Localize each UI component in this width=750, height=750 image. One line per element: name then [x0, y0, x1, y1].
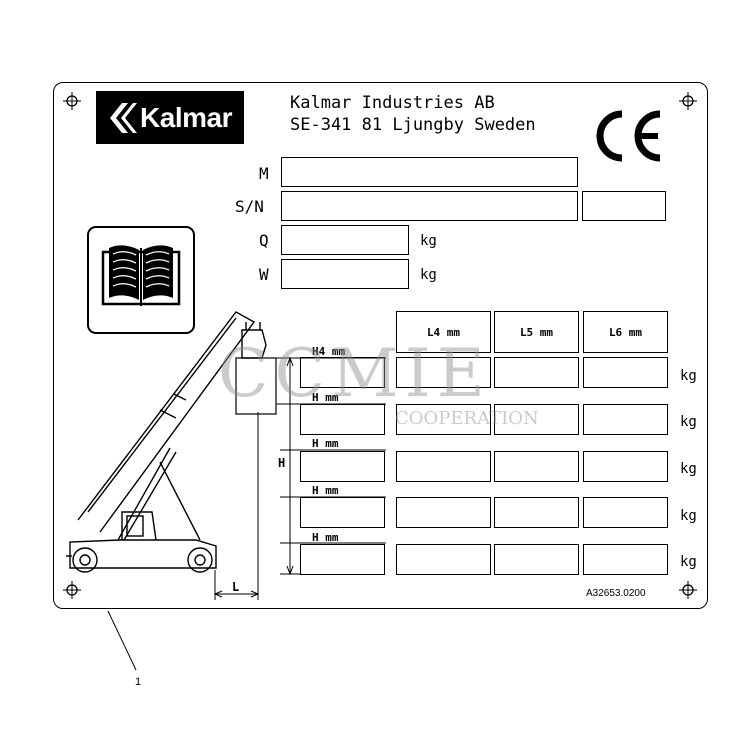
serial-label: S/N: [235, 197, 264, 216]
screw-hole-bottom-right: [679, 581, 697, 599]
w-field: [281, 259, 409, 289]
model-label: M: [259, 164, 269, 183]
reach-stacker-icon: [66, 311, 267, 573]
load-cell-5-l6: [583, 544, 668, 575]
part-number: A32653.0200: [586, 588, 646, 599]
container-load: [235, 357, 277, 415]
load-cell-5-l4: [396, 544, 491, 575]
load-cell-4-l5: [494, 497, 579, 528]
q-label: Q: [259, 231, 269, 250]
ce-mark-icon: [596, 110, 661, 162]
callout-number: 1: [135, 676, 142, 688]
load-cell-2-l4: [396, 404, 491, 435]
load-cell-3-l6: [583, 451, 668, 482]
kalmar-logo-icon: [110, 102, 138, 133]
w-unit: kg: [420, 267, 437, 283]
height-cell-4: [300, 497, 385, 528]
kalmar-logo: Kalmar: [96, 91, 244, 144]
row-unit-4: kg: [680, 508, 697, 524]
height-cell-5: [300, 544, 385, 575]
screw-hole-top-left: [63, 92, 81, 110]
row-label-3: H mm: [312, 437, 339, 450]
length-label: L: [232, 580, 240, 594]
manufacturer-address: SE-341 81 Ljungby Sweden: [290, 115, 536, 135]
w-label: W: [259, 265, 269, 284]
row-label-4: H mm: [312, 484, 339, 497]
row-unit-3: kg: [680, 461, 697, 477]
load-cell-1-l6: [583, 357, 668, 388]
row-label-2: H mm: [312, 391, 339, 404]
load-cell-2-l5: [494, 404, 579, 435]
screw-hole-bottom-left: [63, 581, 81, 599]
serial-field: [281, 191, 578, 221]
row-unit-2: kg: [680, 414, 697, 430]
height-cell-2: [300, 404, 385, 435]
book-icon: [101, 245, 181, 306]
callout-leader: [107, 610, 137, 671]
length-dimension: [213, 412, 260, 600]
manufacturer-name: Kalmar Industries AB: [290, 93, 495, 113]
height-cell-3: [300, 451, 385, 482]
row-unit-5: kg: [680, 554, 697, 570]
screw-hole-top-right: [679, 92, 697, 110]
load-cell-2-l6: [583, 404, 668, 435]
data-plate: [53, 82, 708, 609]
load-cell-3-l5: [494, 451, 579, 482]
logo-text: Kalmar: [140, 101, 232, 133]
column-header-l4: L4 mm: [396, 311, 491, 353]
model-field: [281, 157, 578, 187]
load-cell-4-l4: [396, 497, 491, 528]
load-cell-3-l4: [396, 451, 491, 482]
load-cell-4-l6: [583, 497, 668, 528]
row-label-1: H4 mm: [312, 345, 346, 358]
q-field: [281, 225, 409, 255]
row-unit-1: kg: [680, 368, 697, 384]
load-cell-1-l4: [396, 357, 491, 388]
load-cell-1-l5: [494, 357, 579, 388]
serial-extra-field: [582, 191, 666, 221]
height-dimension: [276, 356, 386, 576]
height-cell-1: [300, 357, 385, 388]
row-label-5: H mm: [312, 531, 339, 544]
manual-icon-frame: [87, 226, 195, 334]
height-label: H: [278, 456, 286, 470]
load-cell-5-l5: [494, 544, 579, 575]
q-unit: kg: [420, 233, 437, 249]
column-header-l5: L5 mm: [494, 311, 579, 353]
manufacturer-block: Kalmar Industries AB SE-341 81 Ljungby S…: [290, 92, 536, 136]
column-header-l6: L6 mm: [583, 311, 668, 353]
